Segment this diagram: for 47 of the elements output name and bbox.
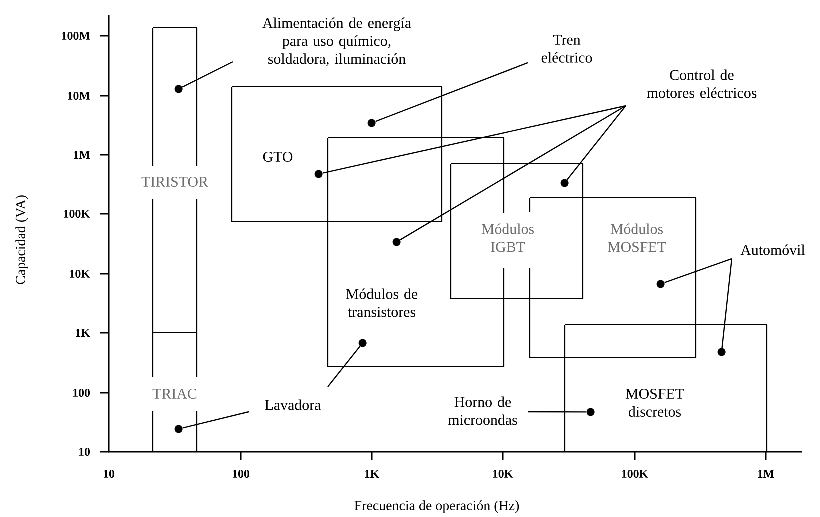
dot [718,348,726,356]
callout-text: Horno de microondas [448,396,518,426]
tick-label: 100M [62,32,90,40]
leader-line [322,105,626,174]
leader-line [400,105,626,241]
dot [560,179,569,188]
callout-text: Control de motores eléctricos [647,70,757,98]
axis-title: Frecuencia de operación (Hz) [354,500,520,514]
leader-line [328,346,361,388]
tick-label: 10 [104,470,115,478]
dot [656,280,665,288]
leader-line [722,258,733,348]
callout-text: Lavadora [265,400,321,410]
tick-label: 10 [79,448,90,456]
dot [392,238,401,246]
region-box: MOSFET discretos [564,324,768,453]
dot [358,339,367,348]
region-box: GTO [231,86,443,223]
tick-label: 100K [622,470,649,478]
dot [586,408,595,416]
dot [174,85,183,94]
tick-label: 1M [74,151,90,159]
tick-label: 100 [233,470,250,478]
leader-line [182,61,234,88]
tick-label: 1K [365,470,380,478]
leader-line [664,258,732,284]
callout-text: Alimentación de energía para uso químico, soldadora, iluminación [262,18,412,66]
leader-line [182,411,250,429]
tick-label: 1K [76,329,90,337]
axis-title: Capacidad (VA) [16,196,28,284]
dot [314,170,323,178]
region-box: TRIAC [152,332,198,453]
dot [368,119,376,128]
tick-label: 10M [68,92,90,100]
callout-text: Automóvil [740,244,806,256]
tick-label: 100 [74,388,90,398]
region-box: TIRISTOR [142,27,208,334]
dot [174,425,183,434]
leader-line [566,106,626,180]
leader-line [528,411,587,413]
tick-label: 10K [493,470,514,478]
tick-label: 1M [758,470,774,478]
tick-label: 100K [64,210,90,218]
region-box: Módulos IGBT [450,163,584,300]
callout-text: Tren eléctrico [542,35,592,63]
leader-line [376,62,528,122]
tick-label: 10K [70,270,90,278]
